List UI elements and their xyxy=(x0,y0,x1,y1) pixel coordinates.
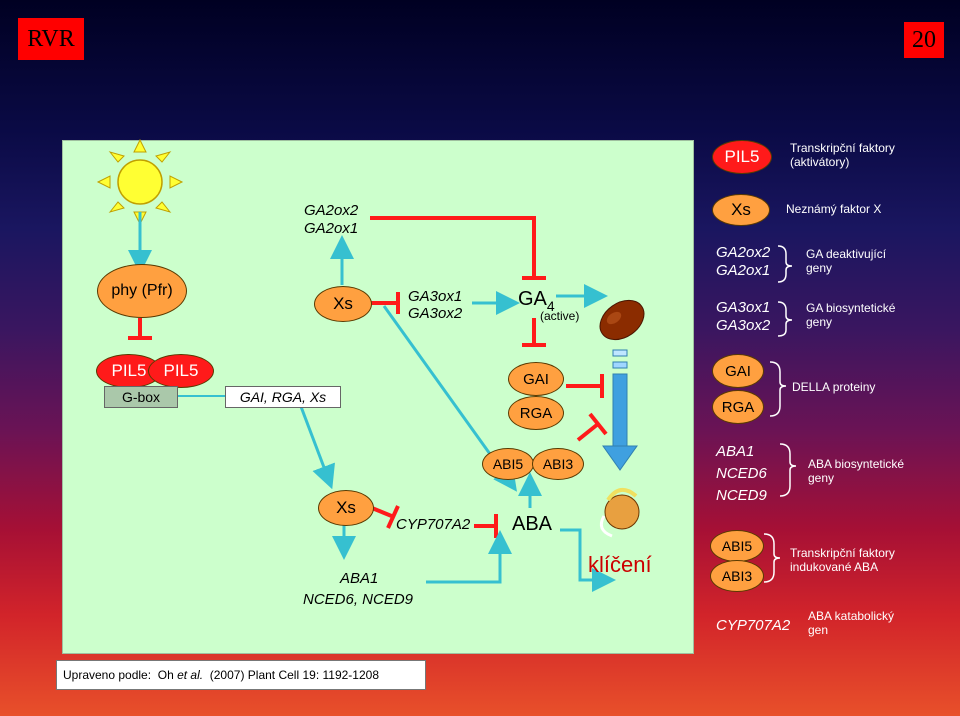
gai-rga-xs-label: GAI, RGA, Xs xyxy=(225,386,341,408)
legend-rga: RGA xyxy=(712,390,764,424)
slide-number: 20 xyxy=(904,22,944,58)
cyp707a2-label: CYP707A2 xyxy=(396,516,471,533)
pil5-node-b: PIL5 xyxy=(148,354,214,388)
legend-gai: GAI xyxy=(712,354,764,388)
aba1-label: ABA1 xyxy=(340,570,379,587)
legend-cyp707a2: CYP707A2 xyxy=(716,617,791,634)
ga3ox1-label: GA3ox1 xyxy=(408,288,463,305)
ga4-subscript: 4 xyxy=(546,298,555,314)
seed-icon xyxy=(599,299,645,341)
nced-label: NCED6, NCED9 xyxy=(303,591,414,608)
citation: Upraveno podle: Oh et al. (2007) Plant C… xyxy=(56,660,426,690)
legend-tf-activators: Transkripční faktory(aktivátory) xyxy=(790,141,895,169)
legend-ga3ox1: GA3ox1 xyxy=(716,299,771,316)
rga-node: RGA xyxy=(508,396,564,430)
header-left-label: RVR xyxy=(18,18,84,60)
legend-xs: Xs xyxy=(712,194,770,226)
ga4-label: GA4 xyxy=(518,288,555,314)
legend-della: DELLA proteiny xyxy=(792,380,876,394)
active-label: (active) xyxy=(540,309,580,323)
germination-label: klíčení xyxy=(588,552,652,577)
aba-label: ABA xyxy=(512,513,553,535)
sun-icon xyxy=(96,138,184,226)
legend-nced6: NCED6 xyxy=(716,465,767,482)
abi5-node: ABI5 xyxy=(482,448,534,480)
citation-etal: et al. xyxy=(177,668,204,682)
legend-ga2ox1: GA2ox1 xyxy=(716,262,771,279)
legend-braces xyxy=(763,245,797,583)
legend-ga3ox2: GA3ox2 xyxy=(716,317,771,334)
legend-aba1: ABA1 xyxy=(716,443,755,460)
ga2ox2-label: GA2ox2 xyxy=(304,202,359,219)
xs-node-top: Xs xyxy=(314,286,372,322)
legend-pil5: PIL5 xyxy=(712,140,772,174)
germination-arrow xyxy=(602,349,638,471)
xs-node-bottom: Xs xyxy=(318,490,374,526)
ga2ox1-label: GA2ox1 xyxy=(304,220,359,237)
ga3ox2-label: GA3ox2 xyxy=(408,305,463,322)
g-box: G-box xyxy=(104,386,178,408)
abi3-node: ABI3 xyxy=(532,448,584,480)
citation-suffix: (2007) Plant Cell 19: 1192-1208 xyxy=(203,668,379,682)
phy-pfr-node: phy (Pfr) xyxy=(97,264,187,318)
legend-unknown-factor: Neznámý faktor X xyxy=(786,202,882,216)
gai-node: GAI xyxy=(508,362,564,396)
legend-ga2ox2: GA2ox2 xyxy=(716,244,771,261)
legend-abi5: ABI5 xyxy=(710,530,764,562)
legend-abi3: ABI3 xyxy=(710,560,764,592)
legend-nced9: NCED9 xyxy=(716,487,767,504)
citation-prefix: Upraveno podle: Oh xyxy=(63,668,178,682)
germinating-seed-icon xyxy=(599,488,640,538)
